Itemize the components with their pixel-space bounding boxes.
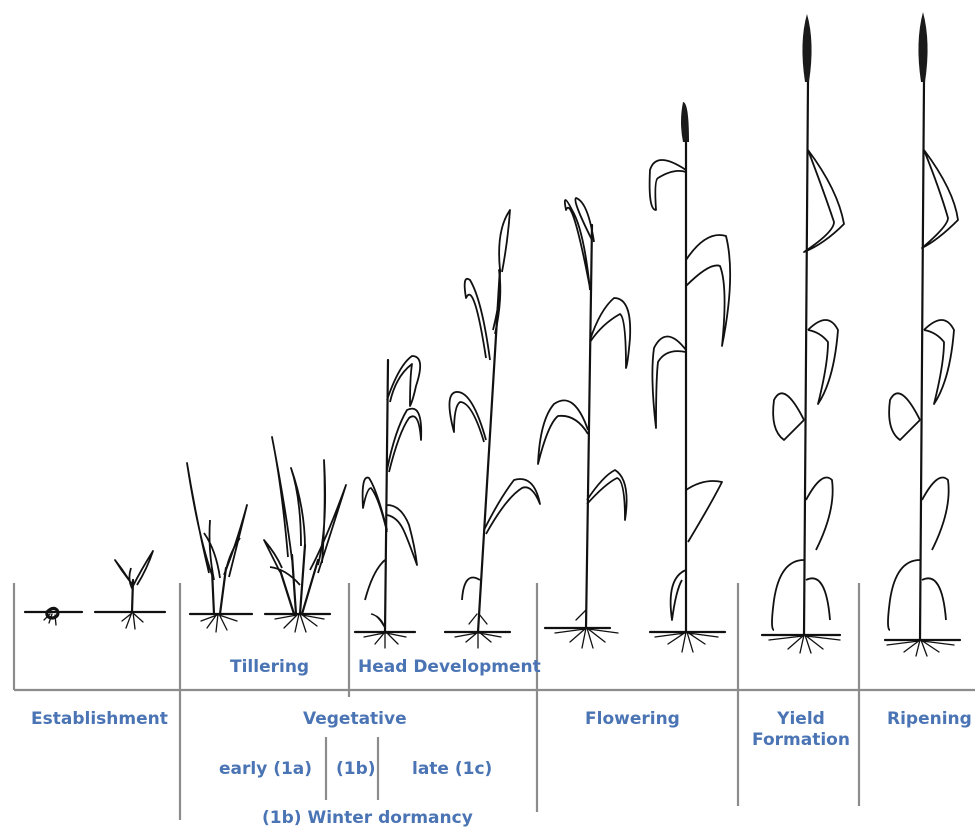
substage-label-late: late (1c)	[412, 759, 493, 779]
stage-label-vegetative: Vegetative	[303, 709, 407, 729]
plant-seedling-emergence	[23, 606, 84, 626]
plant-heading	[537, 197, 632, 649]
plant-early-tillering	[186, 462, 254, 633]
plant-flowering	[648, 102, 732, 653]
substage-label-early: early (1a)	[219, 759, 313, 779]
plant-stem-elongation	[353, 355, 423, 649]
stage-label-ripening: Ripening	[887, 709, 972, 729]
stage-label-yield-formation: Yield Formation	[752, 709, 850, 750]
label-head-development: Head Development	[358, 657, 541, 677]
stage-label-establishment: Establishment	[31, 709, 168, 729]
substage-label-winter-dormancy: (1b) Winter dormancy	[262, 808, 473, 828]
plant-late-tillering	[263, 436, 347, 633]
label-tillering: Tillering	[230, 657, 310, 677]
stage-divider-lines	[12, 583, 975, 820]
stage-label-flowering: Flowering	[585, 709, 680, 729]
plant-ripening	[883, 12, 962, 657]
plant-booting	[443, 209, 541, 649]
substage-label-dormancy: (1b)	[336, 759, 376, 779]
plant-seedling	[93, 550, 167, 630]
plant-grain-fill	[760, 14, 845, 654]
